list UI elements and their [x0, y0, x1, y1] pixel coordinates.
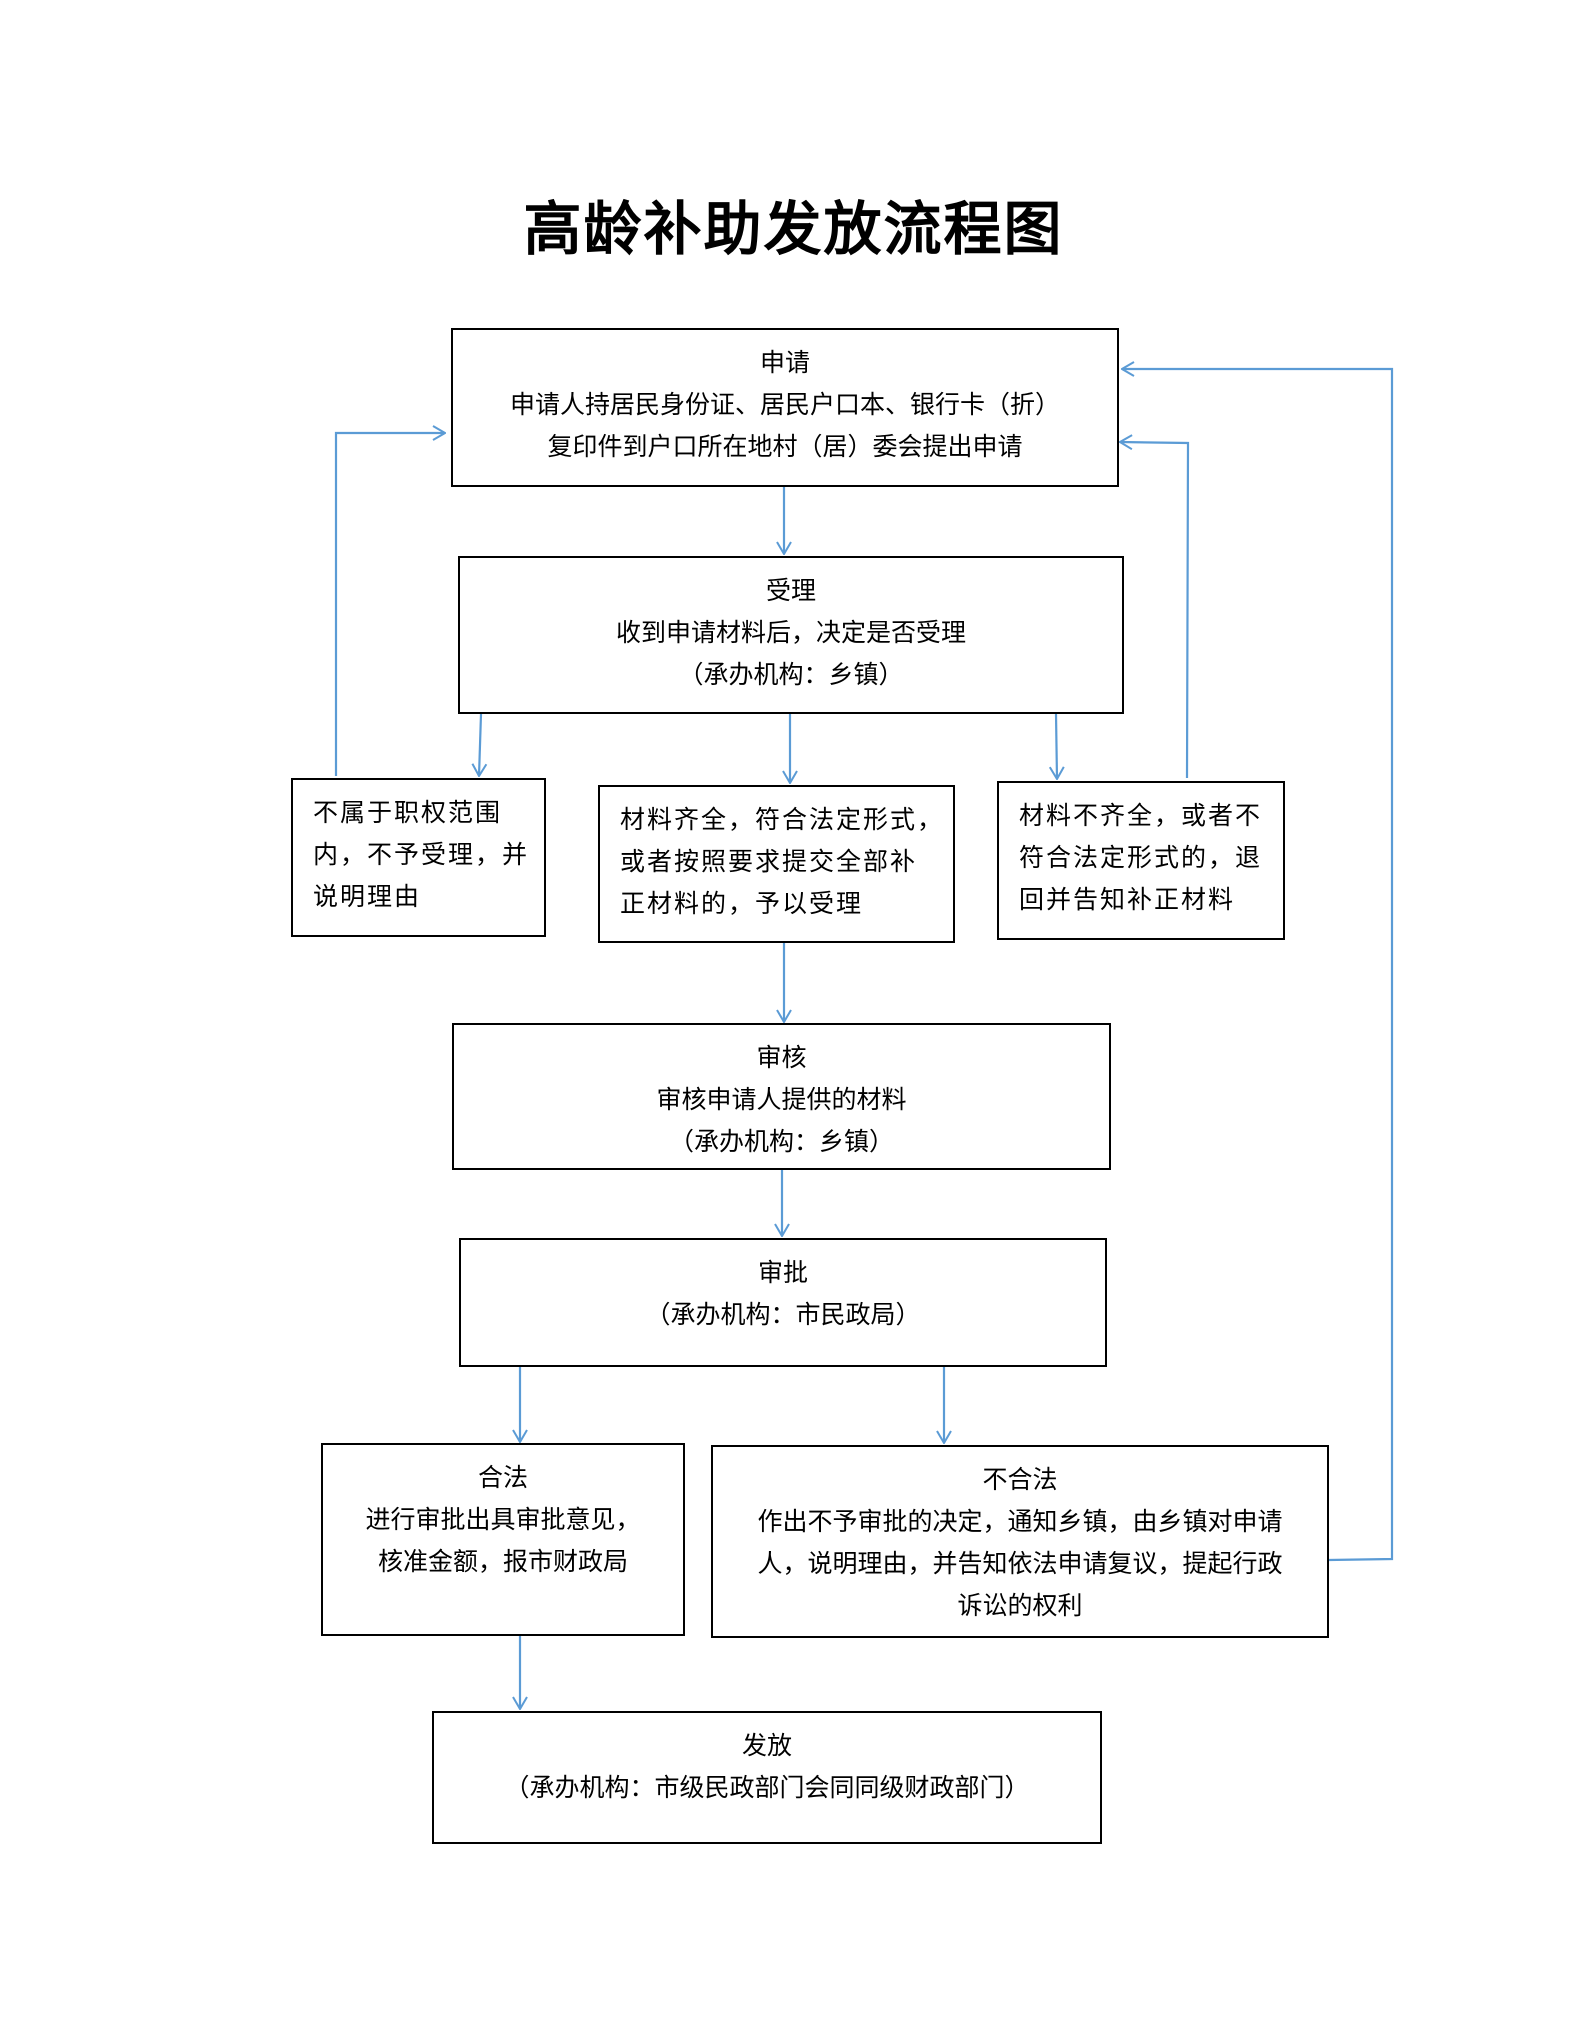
- node-heading: 申请: [759, 348, 810, 377]
- node-text: 材料不齐全，或者不: [1019, 801, 1263, 830]
- node-text: （承办机构：乡镇）: [668, 1127, 894, 1156]
- page-title: 高龄补助发放流程图: [523, 195, 1064, 263]
- node-text: （承办机构：乡镇）: [678, 660, 904, 689]
- node-text: 收到申请材料后，决定是否受理: [615, 618, 966, 647]
- node-text: （承办机构：市级民政部门会同同级财政部门）: [504, 1773, 1030, 1802]
- node-text: 回并告知补正材料: [1019, 885, 1236, 914]
- arrow-return-back: [1120, 442, 1190, 779]
- node-apply: 申请 申请人持居民身份证、居民户口本、银行卡（折） 复印件到户口所在地村（居）委…: [451, 328, 1119, 487]
- node-text: 材料齐全，符合法定形式，: [620, 805, 945, 834]
- node-accept: 受理 收到申请材料后，决定是否受理 （承办机构：乡镇）: [458, 556, 1124, 714]
- arrow-reject-scope-back: [334, 433, 445, 776]
- node-text: 审核申请人提供的材料: [656, 1085, 907, 1114]
- arrow-illegal-back-to-apply: [1122, 369, 1394, 1562]
- node-text: 复印件到户口所在地村（居）委会提出申请: [547, 432, 1023, 461]
- node-heading: 审批: [757, 1258, 808, 1287]
- node-heading: 审核: [756, 1043, 807, 1072]
- node-issue: 发放 （承办机构：市级民政部门会同同级财政部门）: [432, 1711, 1102, 1844]
- node-reject-scope: 不属于职权范围 内，不予受理，并 说明理由: [291, 778, 546, 937]
- node-text: 说明理由: [313, 882, 422, 911]
- node-heading: 合法: [477, 1463, 528, 1492]
- node-illegal: 不合法 作出不予审批的决定，通知乡镇，由乡镇对申请 人，说明理由，并告知依法申请…: [711, 1445, 1329, 1638]
- node-text: 人，说明理由，并告知依法申请复议，提起行政: [757, 1549, 1283, 1578]
- arrow-accept-to-reject-scope: [479, 713, 481, 776]
- node-heading: 受理: [765, 576, 816, 605]
- node-legal: 合法 进行审批出具审批意见， 核准金额，报市财政局: [321, 1443, 685, 1636]
- node-text: 作出不予审批的决定，通知乡镇，由乡镇对申请: [757, 1507, 1283, 1536]
- node-text: 申请人持居民身份证、居民户口本、银行卡（折）: [509, 390, 1060, 419]
- node-text: 不属于职权范围: [313, 798, 503, 827]
- node-approve: 审批 （承办机构：市民政局）: [459, 1238, 1107, 1367]
- node-text: 正材料的，予以受理: [620, 889, 864, 918]
- arrow-accept-to-return: [1056, 713, 1057, 779]
- node-text: 符合法定形式的，退: [1019, 843, 1263, 872]
- node-text: 进行审批出具审批意见，: [365, 1505, 641, 1534]
- node-return: 材料不齐全，或者不 符合法定形式的，退 回并告知补正材料: [997, 781, 1285, 940]
- node-heading: 发放: [741, 1731, 792, 1760]
- node-text: 诉讼的权利: [957, 1591, 1083, 1620]
- node-text: 或者按照要求提交全部补: [620, 847, 918, 876]
- node-review: 审核 审核申请人提供的材料 （承办机构：乡镇）: [452, 1023, 1111, 1170]
- node-text: （承办机构：市民政局）: [645, 1300, 921, 1329]
- node-heading: 不合法: [982, 1465, 1058, 1494]
- node-accepted: 材料齐全，符合法定形式， 或者按照要求提交全部补 正材料的，予以受理: [598, 785, 955, 943]
- node-text: 核准金额，报市财政局: [377, 1547, 628, 1576]
- node-text: 内，不予受理，并: [313, 840, 530, 869]
